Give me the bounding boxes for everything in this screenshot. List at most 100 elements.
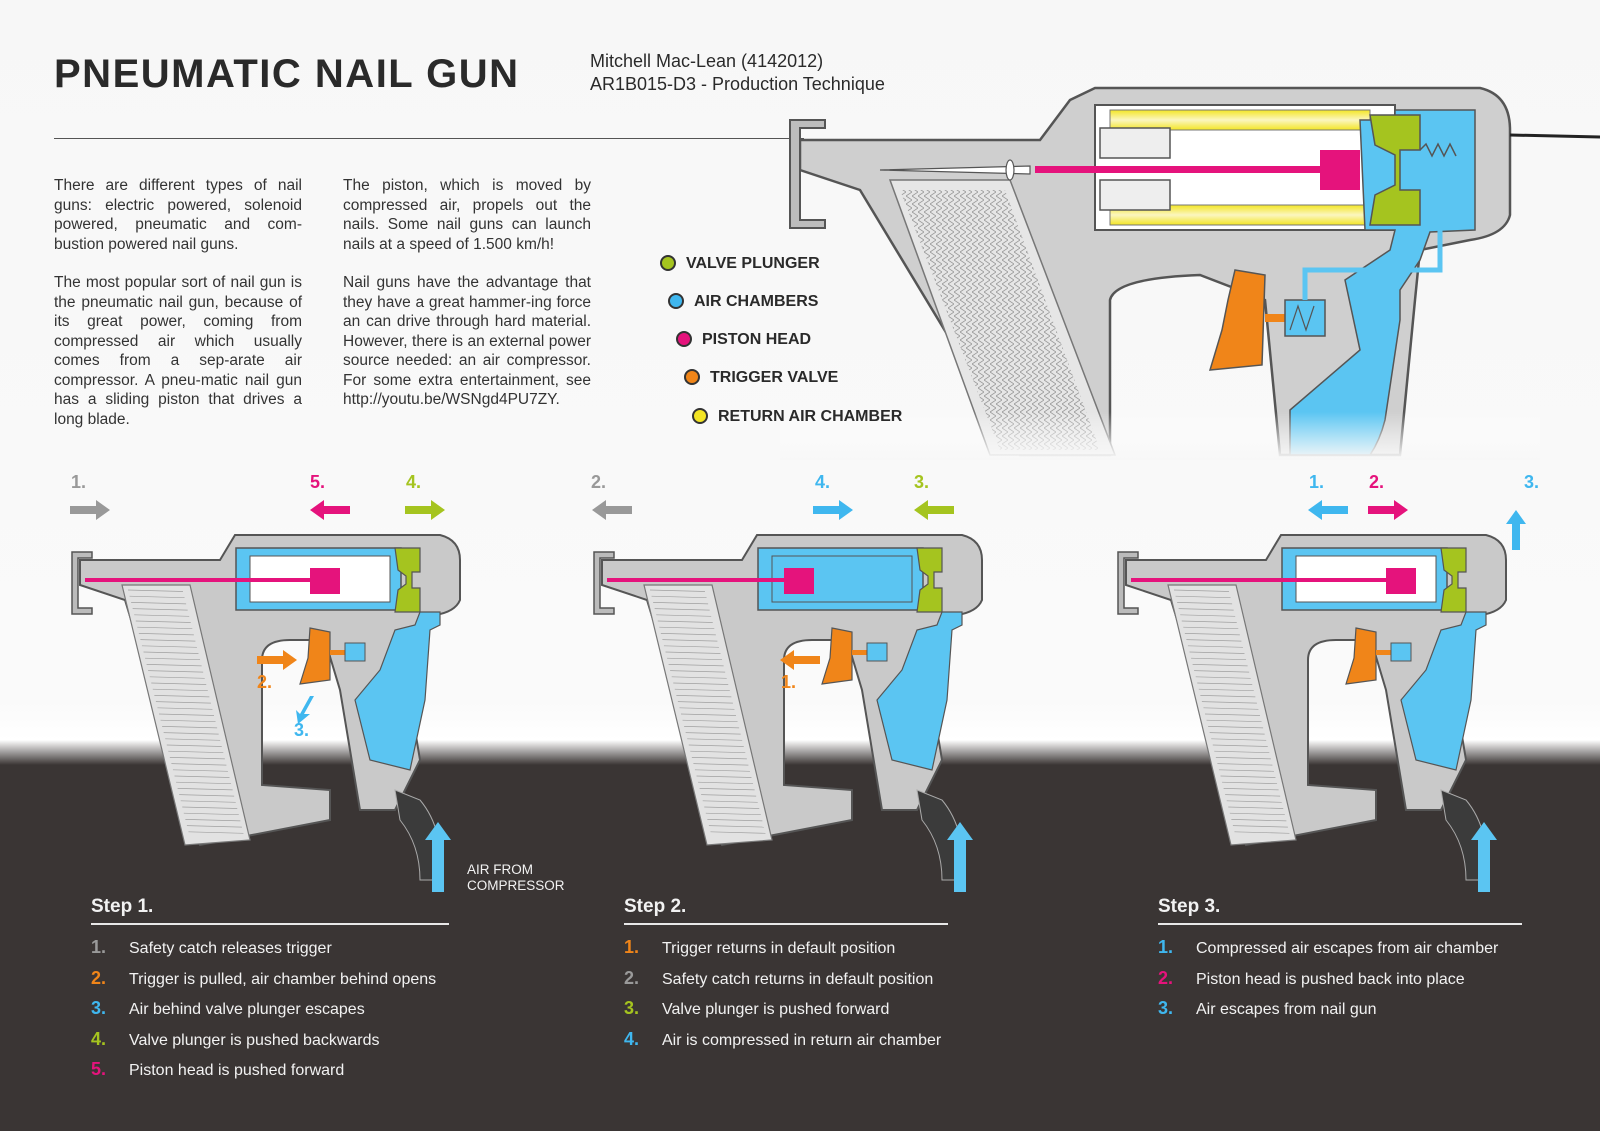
piston-head (1386, 568, 1416, 594)
air-from-compressor-label: AIR FROM COMPRESSOR (467, 862, 565, 894)
arrow-left-icon (914, 500, 954, 520)
item-number: 2. (1158, 967, 1174, 988)
nail-line (708, 825, 764, 828)
arrow-right-icon (813, 500, 853, 520)
trigger (1345, 627, 1377, 685)
grip-air-chamber (354, 611, 441, 771)
nail-line (704, 806, 760, 809)
step-1-title: Step 1. (91, 896, 154, 917)
item-number: 5. (91, 1059, 107, 1079)
safety-catch (1117, 551, 1139, 615)
nail-line (1175, 595, 1231, 599)
step-3-gun (1117, 534, 1507, 892)
item-text: Valve plunger is pushed forward (662, 1001, 890, 1018)
nail-line (163, 732, 219, 735)
nail-line (682, 719, 738, 723)
nail-line (132, 608, 188, 611)
nail-line (1231, 819, 1287, 822)
page-title: PNEUMATIC NAIL GUN (54, 52, 520, 96)
nail-line (1226, 800, 1282, 803)
nail-line (160, 719, 216, 723)
nail-line (651, 595, 707, 599)
nail-line (1222, 781, 1278, 785)
nail-line (140, 639, 196, 642)
nail-line (1229, 812, 1285, 816)
nail-line (671, 676, 727, 679)
item-text: Piston head is pushed back into place (1196, 970, 1465, 988)
air-inlet-arrow-icon (425, 822, 451, 892)
nail-line (694, 769, 750, 772)
item-text: Safety catch releases trigger (129, 940, 332, 957)
nail-line (690, 750, 746, 754)
arrow-down-left-icon (296, 696, 314, 724)
nail-line (155, 701, 211, 704)
step-2-list: 1.Trigger returns in default position 2.… (624, 936, 941, 1058)
air-inlet-arrow-icon (1471, 822, 1497, 892)
nail-line (1189, 651, 1245, 654)
piston-head (1320, 150, 1360, 190)
intro-column-1: There are different types of nail guns: … (54, 176, 302, 448)
return-air-chamber-top (1109, 109, 1371, 131)
nail-line (171, 763, 227, 766)
legend-label: RETURN AIR CHAMBER (718, 408, 903, 425)
arrow-left-icon (1308, 500, 1348, 520)
nail-line (137, 626, 193, 630)
grip-air-chamber (1400, 611, 1487, 771)
air-label-line: AIR FROM (467, 862, 533, 877)
trigger-valve (344, 642, 366, 662)
legend-item-piston-head: PISTON HEAD (676, 330, 811, 350)
intro-column-2: The piston, which is moved by compressed… (343, 176, 591, 429)
nail-line (693, 763, 749, 766)
grip-air-chamber (876, 611, 963, 771)
nail-line (162, 726, 218, 729)
nail-line (166, 744, 222, 747)
nail-line (158, 713, 215, 716)
author-block: Mitchell Mac-Lean (4142012) AR1B015-D3 -… (590, 50, 885, 96)
legend-item-air-chambers: AIR CHAMBERS (668, 292, 818, 312)
nail-line (179, 794, 235, 797)
trigger (821, 627, 853, 685)
list-item: 4.Valve plunger is pushed backwards (91, 1028, 436, 1059)
nail-line (141, 645, 197, 648)
arrow-right-icon (70, 500, 110, 520)
step1-arrow-1-label: 1. (71, 472, 87, 492)
air-label-line: COMPRESSOR (467, 878, 565, 893)
piston-rod (85, 578, 310, 582)
nail-line (1187, 645, 1243, 648)
nail-line (1211, 738, 1267, 741)
step-1-gun (71, 534, 461, 892)
item-text: Compressed air escapes from air chamber (1196, 940, 1499, 957)
nail-line (1194, 670, 1250, 673)
nail-line (143, 651, 199, 654)
intro-paragraph: The piston, which is moved by compressed… (343, 177, 591, 253)
nail-line (1208, 726, 1264, 729)
nail-line (1180, 614, 1236, 617)
list-item: 1. Compressed air escapes from air chambe… (1158, 936, 1498, 967)
step-1-divider (91, 923, 449, 925)
arrow-right-icon (257, 650, 297, 670)
nail-line (687, 738, 743, 741)
intro-paragraph: Nail guns have the advantage that they h… (343, 274, 591, 408)
nail-line (152, 688, 208, 692)
nail-line (688, 744, 744, 747)
nail-line (653, 602, 709, 605)
nail-line (1201, 701, 1257, 704)
item-text: Piston head is pushed forward (129, 1062, 345, 1079)
exhaust-line (1509, 133, 1600, 139)
nail-line (677, 701, 733, 704)
nail-line (188, 831, 244, 834)
nail-line (1198, 688, 1254, 692)
item-text: Air escapes from nail gun (1196, 1001, 1377, 1018)
nail-line (1204, 713, 1261, 716)
nail-line (182, 806, 238, 809)
air-inlet-arrow-icon (947, 822, 973, 892)
item-number: 2. (624, 967, 640, 988)
item-text: Air is compressed in return air chamber (662, 1031, 942, 1049)
nail-line (145, 657, 201, 661)
arrow-right-icon (1368, 500, 1408, 520)
nail-line (183, 812, 239, 816)
nail-line (684, 726, 740, 729)
step-1-list: 1.Safety catch releases trigger 2.Trigge… (91, 936, 436, 1089)
piston-rod (1035, 166, 1325, 173)
item-number: 1. (1158, 937, 1174, 957)
